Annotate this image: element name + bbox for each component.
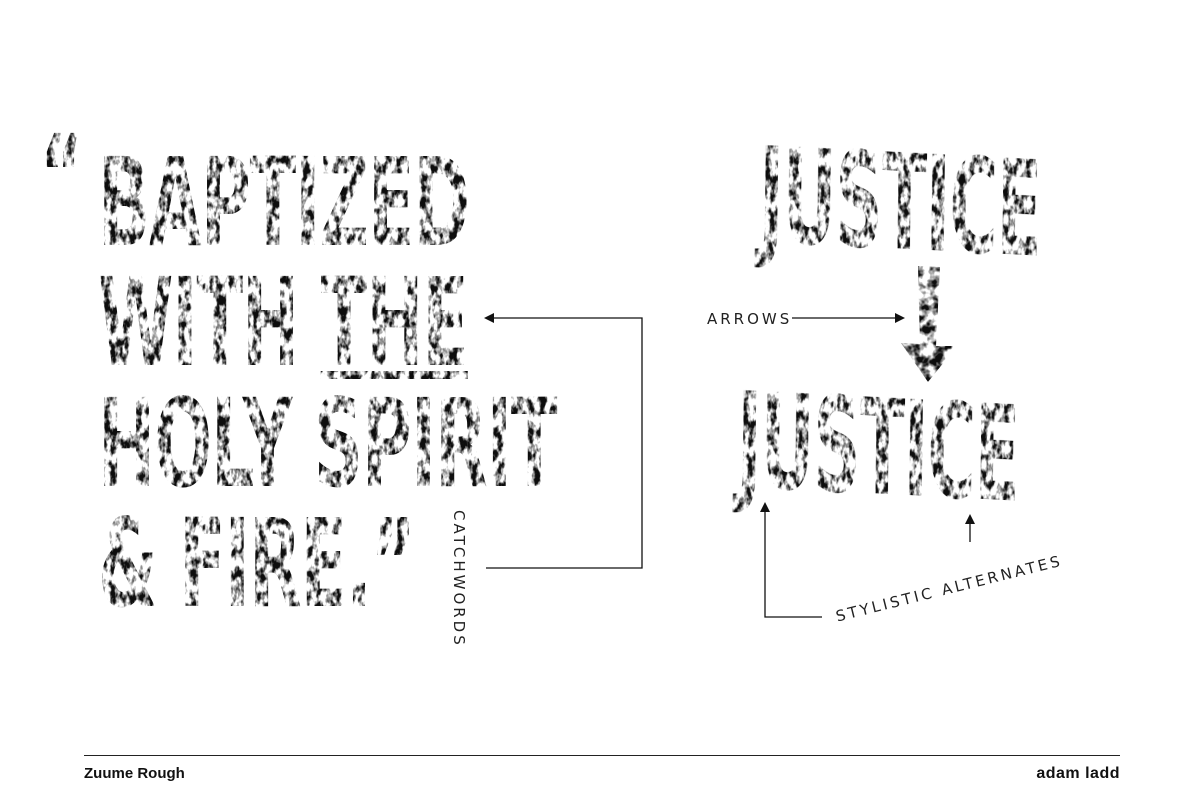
open-quote-mark: “ (40, 111, 83, 239)
quote-line-holy-spirit: HOLY SPIRIT (98, 373, 558, 515)
catchwords-arrowhead-icon (484, 313, 494, 323)
font-name: Zuume Rough (84, 765, 185, 782)
quote-line-with-the: WITH THE (98, 262, 469, 384)
quote-line-baptized: BAPTIZED (98, 132, 470, 274)
catchwords-label: CATCHWORDS (450, 510, 468, 648)
footer-divider (84, 755, 1120, 756)
down-arrow-icon (901, 266, 957, 382)
arrows-pointer-arrowhead-icon (895, 313, 905, 323)
catchword-the: THE (320, 252, 469, 394)
quote-word-with: WITH (98, 252, 321, 394)
designer-name: adam ladd (1036, 765, 1120, 782)
justice-top: JUSTICE (758, 119, 1042, 288)
quote-line-fire: & FIRE.” (98, 493, 416, 635)
alternates-pointer-j (764, 510, 822, 618)
arrows-label: ARROWS (707, 310, 793, 328)
justice-bottom: JUSTICE (736, 364, 1020, 533)
stylistic-alternates-label: STYLISTIC ALTERNATES (834, 551, 1065, 626)
